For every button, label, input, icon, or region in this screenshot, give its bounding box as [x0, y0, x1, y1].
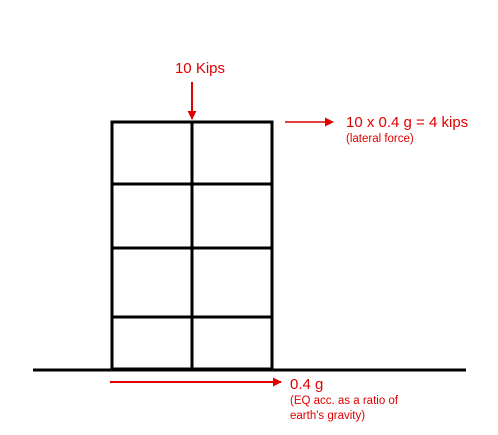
ground-acceleration-label: 0.4 g [290, 376, 323, 393]
ground-acceleration-note-line2: earth's gravity) [290, 410, 365, 422]
lateral-force-equation: 10 x 0.4 g = 4 kips [346, 114, 468, 131]
vertical-load-label: 10 Kips [175, 60, 225, 77]
building-frame [110, 120, 274, 371]
ground-acceleration-note-line1: (EQ acc. as a ratio of [290, 395, 399, 407]
lateral-force-note: (lateral force) [346, 133, 414, 145]
